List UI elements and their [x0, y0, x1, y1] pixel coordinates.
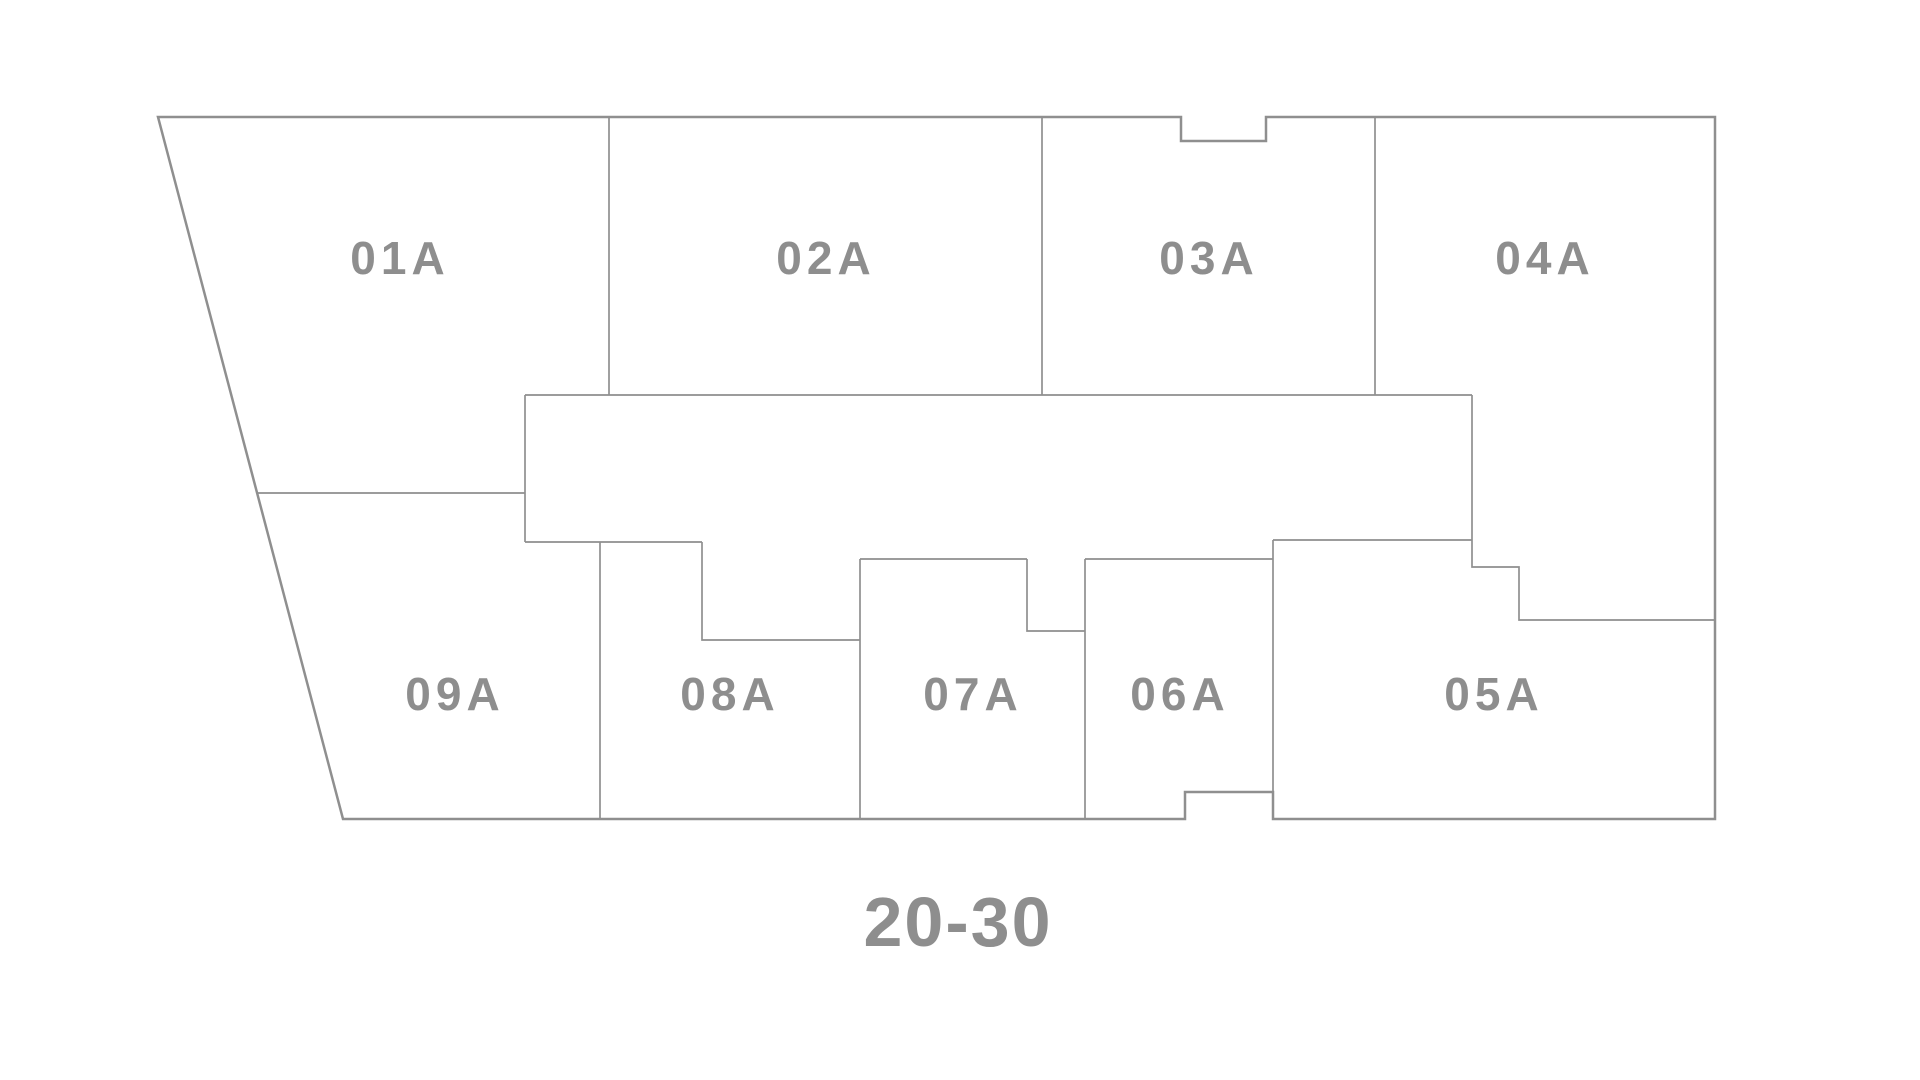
interior-walls	[257, 117, 1715, 819]
unit-label-09a[interactable]: 09A	[405, 668, 504, 720]
floor-range-label: 20-30	[863, 883, 1052, 961]
unit-label-08a[interactable]: 08A	[680, 668, 779, 720]
unit-label-06a[interactable]: 06A	[1130, 668, 1229, 720]
unit-label-03a[interactable]: 03A	[1159, 232, 1258, 284]
unit-label-04a[interactable]: 04A	[1495, 232, 1594, 284]
unit-label-07a[interactable]: 07A	[923, 668, 1022, 720]
unit-label-01a[interactable]: 01A	[350, 232, 449, 284]
unit-label-02a[interactable]: 02A	[776, 232, 875, 284]
unit-label-05a[interactable]: 05A	[1444, 668, 1543, 720]
building-outline	[156, 115, 1717, 821]
